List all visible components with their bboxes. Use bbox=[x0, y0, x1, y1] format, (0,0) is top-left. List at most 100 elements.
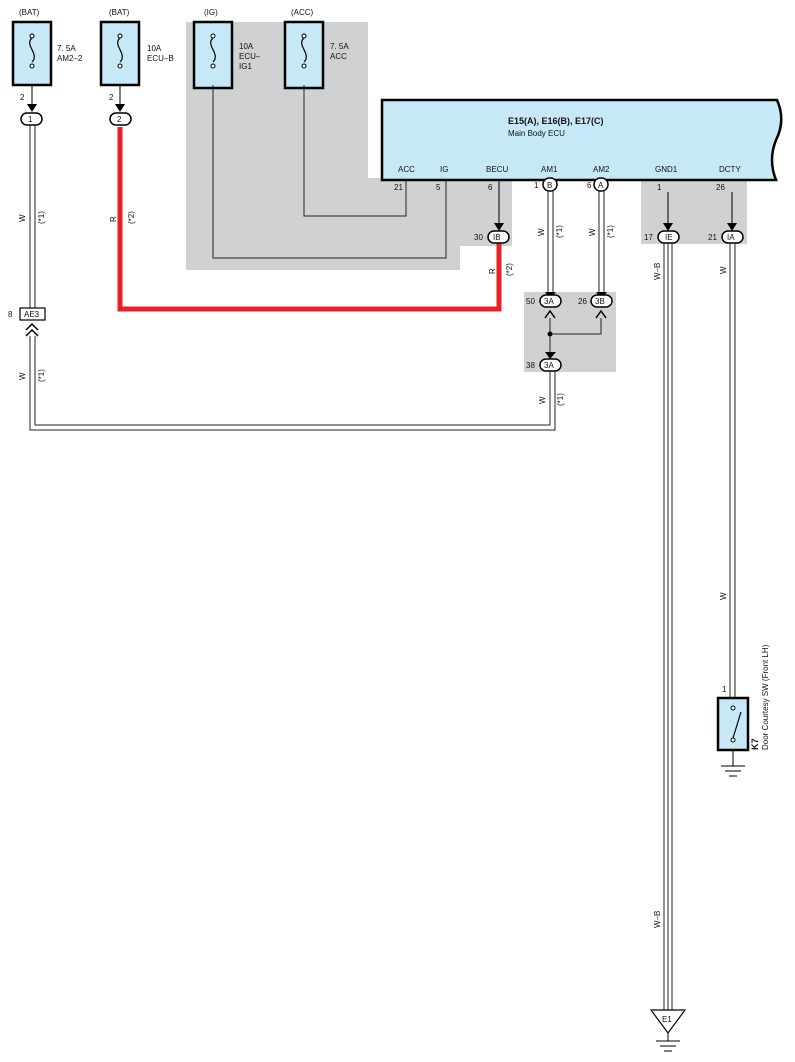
fuse2-rating: 10A bbox=[147, 44, 162, 53]
terminal-acc: ACC bbox=[398, 165, 415, 174]
fuse2-box bbox=[99, 20, 141, 87]
fuse3-box bbox=[192, 20, 234, 90]
fuse2-symbol bbox=[117, 37, 123, 63]
pin-gnd1: 1 bbox=[657, 183, 662, 192]
w-label-3a-bottom: W bbox=[538, 396, 547, 404]
terminal-dcty: DCTY bbox=[719, 165, 741, 174]
fuse1-rating: 7. 5A bbox=[57, 44, 76, 53]
am2-conn-pill bbox=[593, 177, 609, 192]
ground-e1-triangle bbox=[649, 1009, 687, 1035]
fuse4-source: (ACC) bbox=[291, 8, 314, 17]
ae3-chevron-2 bbox=[25, 328, 39, 337]
ig-acc-shade bbox=[186, 22, 512, 270]
wb-label-top: W–B bbox=[653, 263, 662, 280]
ecu-connectors: E15(A), E16(B), E17(C) bbox=[508, 116, 604, 126]
terminal-ig: IG bbox=[440, 165, 448, 174]
pin-am1: 1 bbox=[534, 181, 539, 190]
switch-code: K7 bbox=[750, 738, 760, 750]
switch-name: Door Courtesy SW (Front LH) bbox=[761, 644, 770, 750]
w-note-am1: (*1) bbox=[555, 225, 564, 238]
j3a-bottom-pin: 38 bbox=[526, 361, 535, 370]
main-body-ecu-box bbox=[380, 98, 783, 182]
ie-pin: 17 bbox=[644, 233, 653, 242]
w-note-am2: (*1) bbox=[606, 225, 615, 238]
fuse1-pin: 2 bbox=[20, 93, 25, 102]
fuse1-name: AM2–2 bbox=[57, 54, 83, 63]
terminal-am1: AM1 bbox=[541, 165, 558, 174]
fuse2-arrow bbox=[115, 104, 125, 112]
junction-2-label: 2 bbox=[117, 115, 122, 124]
ib-pin: 30 bbox=[474, 233, 483, 242]
fuse2-name: ECU–B bbox=[147, 54, 174, 63]
terminal-becu: BECU bbox=[486, 165, 508, 174]
j3a-bottom-label: 3A bbox=[544, 361, 554, 370]
fuse4-rating: 7. 5A bbox=[330, 42, 349, 51]
fuse1-arrow bbox=[27, 104, 37, 112]
ib-pill bbox=[487, 230, 510, 244]
ae3-chevron-1 bbox=[25, 322, 39, 331]
am1-conn-pill bbox=[542, 177, 558, 192]
am2-conn: A bbox=[598, 181, 604, 190]
w-label-am2: W bbox=[588, 228, 597, 236]
pin-becu: 6 bbox=[488, 183, 493, 192]
junction-1-label: 1 bbox=[28, 115, 33, 124]
fuse4-symbol bbox=[301, 37, 307, 63]
fuse3-symbol bbox=[210, 37, 216, 63]
j3b-pin: 26 bbox=[578, 297, 587, 306]
terminal-gnd1: GND1 bbox=[655, 165, 678, 174]
pin-acc: 21 bbox=[394, 183, 403, 192]
door-switch-contact bbox=[732, 711, 742, 739]
pin-am2: 6 bbox=[587, 181, 592, 190]
ig-wire bbox=[212, 85, 447, 259]
pin-ig: 5 bbox=[436, 183, 441, 192]
j3b-pill bbox=[590, 294, 613, 308]
acc-wire bbox=[303, 85, 407, 217]
j3a-bottom-pill bbox=[539, 358, 562, 372]
r-label-2: R bbox=[488, 268, 497, 274]
switch-pin: 1 bbox=[722, 685, 727, 694]
junction-2-pill bbox=[109, 112, 132, 126]
fuse4-box bbox=[283, 20, 325, 90]
w-label-left-top: W bbox=[18, 214, 27, 222]
j3a-top-label: 3A bbox=[544, 297, 554, 306]
ie-arrow bbox=[663, 223, 673, 231]
junction-1-pill bbox=[20, 112, 43, 126]
ia-label: IA bbox=[727, 233, 735, 242]
fuse3-rating: 10A bbox=[239, 42, 254, 51]
ia-arrow bbox=[727, 223, 737, 231]
j3a-top-pill bbox=[539, 294, 562, 308]
fuse3-source: (IG) bbox=[204, 8, 218, 17]
ib-arrow bbox=[494, 223, 504, 231]
fuse2-source: (BAT) bbox=[109, 8, 130, 17]
r-wire-red bbox=[117, 127, 502, 312]
ia-pill bbox=[721, 230, 744, 244]
fuse3-name2: IG1 bbox=[239, 62, 252, 71]
w-note-left-bottom: (*1) bbox=[37, 369, 46, 382]
fuse1-symbol bbox=[29, 37, 35, 63]
am1-conn: B bbox=[547, 181, 552, 190]
wb-label-bottom: W–B bbox=[653, 911, 662, 928]
fuse4-name: ACC bbox=[330, 52, 347, 61]
ae3-label: AE3 bbox=[24, 310, 40, 319]
j3a-top-pin: 50 bbox=[526, 297, 535, 306]
ae3-box bbox=[19, 307, 46, 321]
ie-label: IE bbox=[665, 233, 673, 242]
fuse2-pin: 2 bbox=[109, 93, 114, 102]
terminal-am2: AM2 bbox=[593, 165, 610, 174]
ground-e1-label: E1 bbox=[662, 1015, 672, 1024]
w-label-am1: W bbox=[537, 228, 546, 236]
ecu-name: Main Body ECU bbox=[508, 129, 565, 138]
ib-label: IB bbox=[493, 233, 501, 242]
splice-dot bbox=[547, 331, 553, 337]
r-label-1: R bbox=[109, 216, 118, 222]
w-label-dcty-top: W bbox=[719, 266, 728, 274]
w-label-dcty-bottom: W bbox=[719, 592, 728, 600]
j3b-label: 3B bbox=[595, 297, 605, 306]
ia-pin: 21 bbox=[708, 233, 717, 242]
r-note-2: (*2) bbox=[505, 263, 514, 276]
fuse1-source: (BAT) bbox=[19, 8, 40, 17]
r-note-1: (*2) bbox=[127, 211, 136, 224]
w-note-left-top: (*1) bbox=[37, 211, 46, 224]
